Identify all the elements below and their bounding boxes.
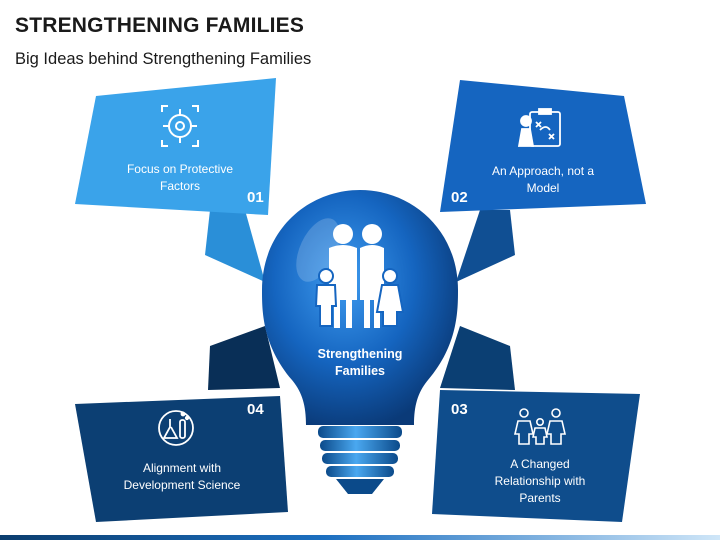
bulb-label-line1: Strengthening [317, 347, 403, 361]
panel-01 [75, 78, 276, 282]
panel-03-line3: Parents [519, 491, 561, 505]
panel-02-line1: An Approach, not a [491, 164, 595, 178]
panel-03-line2: Relationship with [494, 474, 586, 488]
panel-02-number: 02 [451, 189, 468, 206]
panel-01-number: 01 [247, 189, 264, 206]
panel-04-line2: Development Science [123, 478, 241, 492]
family-group-icon [513, 408, 567, 445]
page-title: STRENGTHENING FAMILIES [15, 14, 305, 37]
panel-04-number: 04 [247, 401, 264, 418]
panel-03 [432, 326, 640, 522]
panel-03-number: 03 [451, 401, 468, 418]
bulb-label-line2: Families [334, 364, 386, 378]
light-bulb [262, 190, 458, 494]
strategy-board-icon [517, 108, 561, 147]
panel-01-text: Focus on Protective Factors [105, 161, 255, 195]
panel-04-text: Alignment with Development Science [102, 460, 262, 494]
panel-01-line2: Factors [159, 179, 200, 193]
panel-02-line2: Model [526, 181, 560, 195]
panel-04-line1: Alignment with [142, 461, 222, 475]
page-subtitle: Big Ideas behind Strengthening Families [15, 50, 312, 68]
panel-02-text: An Approach, not a Model [468, 163, 618, 197]
target-icon [161, 105, 199, 147]
family-icon [314, 224, 405, 328]
bottom-accent-bar [0, 535, 720, 540]
bulb-label: Strengthening Families [290, 346, 430, 380]
panel-04 [75, 326, 288, 522]
science-flask-icon [158, 410, 194, 446]
panel-03-line1: A Changed [510, 457, 570, 471]
panel-03-text: A Changed Relationship with Parents [465, 456, 615, 507]
panel-01-line1: Focus on Protective [126, 162, 234, 176]
